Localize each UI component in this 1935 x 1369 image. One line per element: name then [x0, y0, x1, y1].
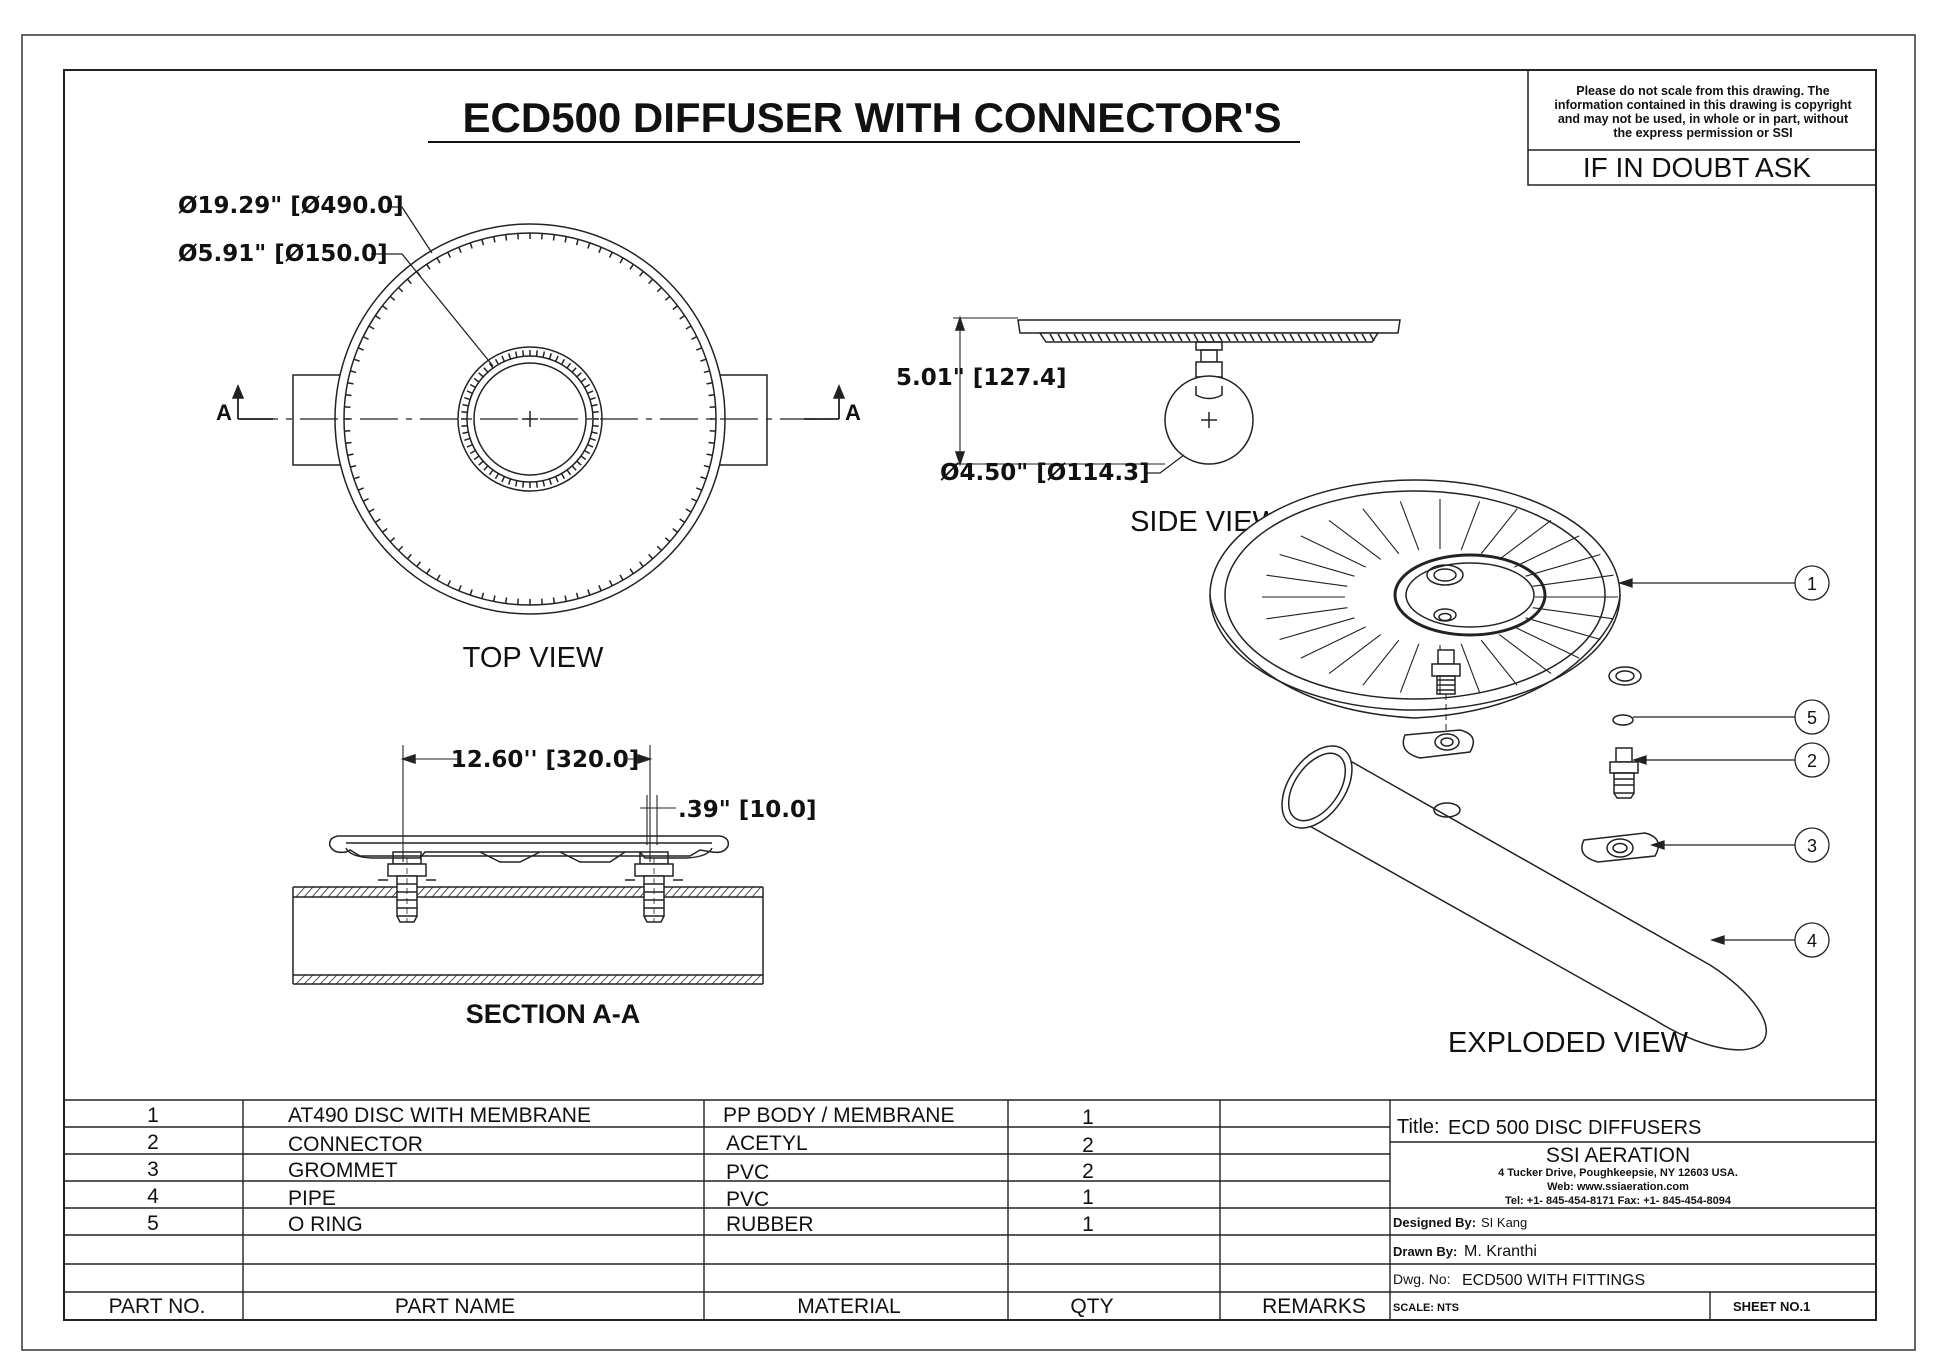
o-ring	[1612, 714, 1634, 726]
bom-cell-qty: 1	[1082, 1186, 1094, 1209]
copyright-notice: Please do not scale from this drawing. T…	[1527, 69, 1877, 186]
header-qty: QTY	[1070, 1295, 1113, 1318]
company-address: 4 Tucker Drive, Poughkeepsie, NY 12603 U…	[1498, 1167, 1738, 1179]
dim-pipe-diameter: Ø4.50" [Ø114.3]	[940, 460, 1150, 486]
dim-inner-diameter: Ø5.91" [Ø150.0]	[178, 241, 388, 267]
top-view-label: TOP VIEW	[463, 642, 604, 674]
section-view	[292, 745, 764, 985]
bom-row-5: 5 O RING RUBBER 1	[147, 1212, 1094, 1236]
bom-cell-no: 3	[147, 1158, 159, 1181]
bom-cell-qty: 2	[1082, 1160, 1094, 1183]
bom-header: PART NO. PART NAME MATERIAL QTY REMARKS	[109, 1295, 1366, 1318]
dim-outer-diameter: Ø19.29" [Ø490.0]	[178, 193, 404, 219]
bom-row-1: 1 AT490 DISC WITH MEMBRANE PP BODY / MEM…	[147, 1104, 1094, 1129]
exploded-view	[1209, 479, 1621, 719]
bom-row-2: 2 CONNECTOR ACETYL 2	[147, 1131, 1094, 1157]
notice-line-2: information contained in this drawing is…	[1554, 98, 1852, 112]
header-material: MATERIAL	[797, 1295, 900, 1318]
bom-cell-name: O RING	[288, 1213, 363, 1236]
bill-of-materials	[64, 1099, 1876, 1320]
bom-cell-material: PVC	[726, 1188, 769, 1211]
title-value: ECD 500 DISC DIFFUSERS	[1448, 1117, 1701, 1139]
exploded-parts	[1281, 612, 1768, 1051]
bom-cell-material: RUBBER	[726, 1213, 814, 1236]
drawn-value: M. Kranthi	[1464, 1243, 1537, 1260]
dwg-label: Dwg. No:	[1393, 1271, 1451, 1287]
top-view	[231, 206, 846, 615]
section-mark-left: A	[216, 400, 232, 425]
scale-label: SCALE: NTS	[1393, 1302, 1459, 1314]
drawn-label: Drawn By:	[1393, 1244, 1457, 1259]
company-phone: Tel: +1- 845-454-8171 Fax: +1- 845-454-8…	[1505, 1195, 1732, 1207]
balloon-1: 1	[1807, 574, 1817, 594]
balloon-4: 4	[1807, 931, 1817, 951]
dwg-value: ECD500 WITH FITTINGS	[1462, 1272, 1645, 1289]
outer-rib-ticks	[344, 233, 716, 605]
bom-cell-material: PVC	[726, 1161, 769, 1184]
bom-cell-qty: 1	[1082, 1106, 1094, 1129]
exploded-pipe	[1289, 757, 1768, 1051]
drawing-title: ECD500 DIFFUSER WITH CONNECTOR'S	[463, 94, 1282, 141]
designed-label: Designed By:	[1393, 1215, 1476, 1230]
bom-row-3: 3 GROMMET PVC 2	[147, 1158, 1094, 1184]
company-name: SSI AERATION	[1546, 1144, 1690, 1167]
section-view-label: SECTION A-A	[466, 999, 641, 1029]
header-part-no: PART NO.	[109, 1295, 206, 1318]
bom-cell-no: 5	[147, 1212, 159, 1235]
dim-connector-offset: .39" [10.0]	[678, 797, 817, 823]
header-remarks: REMARKS	[1262, 1295, 1366, 1318]
inner-border	[63, 69, 1877, 1321]
balloon-5: 5	[1807, 708, 1817, 728]
bom-cell-qty: 1	[1082, 1213, 1094, 1236]
bom-cell-no: 2	[147, 1131, 159, 1154]
title-label: Title:	[1397, 1116, 1440, 1138]
bom-cell-name: PIPE	[288, 1187, 336, 1210]
exploded-view-label: EXPLODED VIEW	[1448, 1027, 1689, 1059]
notice-line-3: and may not be used, in whole or in part…	[1558, 112, 1849, 126]
bom-cell-no: 4	[147, 1185, 159, 1208]
hub-rib-ticks	[461, 350, 599, 488]
bom-row-4: 4 PIPE PVC 1	[147, 1185, 1094, 1211]
designed-value: SI Kang	[1481, 1215, 1527, 1230]
company-web: Web: www.ssiaeration.com	[1547, 1181, 1689, 1193]
sheet-number: SHEET NO.1	[1733, 1299, 1810, 1314]
balloon-callouts	[1617, 565, 1830, 958]
outer-border	[21, 34, 1916, 1351]
bom-cell-no: 1	[147, 1104, 159, 1127]
section-mark-right: A	[845, 400, 861, 425]
notice-line-1: Please do not scale from this drawing. T…	[1576, 84, 1830, 98]
if-in-doubt-ask: IF IN DOUBT ASK	[1583, 152, 1812, 183]
dim-height: 5.01" [127.4]	[896, 365, 1067, 391]
bom-cell-name: GROMMET	[288, 1159, 398, 1182]
bom-cell-material: PP BODY / MEMBRANE	[723, 1104, 954, 1127]
bom-cell-qty: 2	[1082, 1134, 1094, 1157]
balloon-2: 2	[1807, 751, 1817, 771]
title-block: Title: ECD 500 DISC DIFFUSERS SSI AERATI…	[1393, 1116, 1810, 1314]
bom-cell-material: ACETYL	[726, 1132, 808, 1155]
bom-cell-name: CONNECTOR	[288, 1133, 423, 1156]
balloon-3: 3	[1807, 836, 1817, 856]
bom-cell-name: AT490 DISC WITH MEMBRANE	[288, 1104, 591, 1127]
notice-line-4: the express permission or SSI	[1613, 126, 1792, 140]
header-part-name: PART NAME	[395, 1295, 515, 1318]
side-view	[953, 315, 1401, 474]
dim-connector-span: 12.60'' [320.0]	[451, 747, 640, 773]
